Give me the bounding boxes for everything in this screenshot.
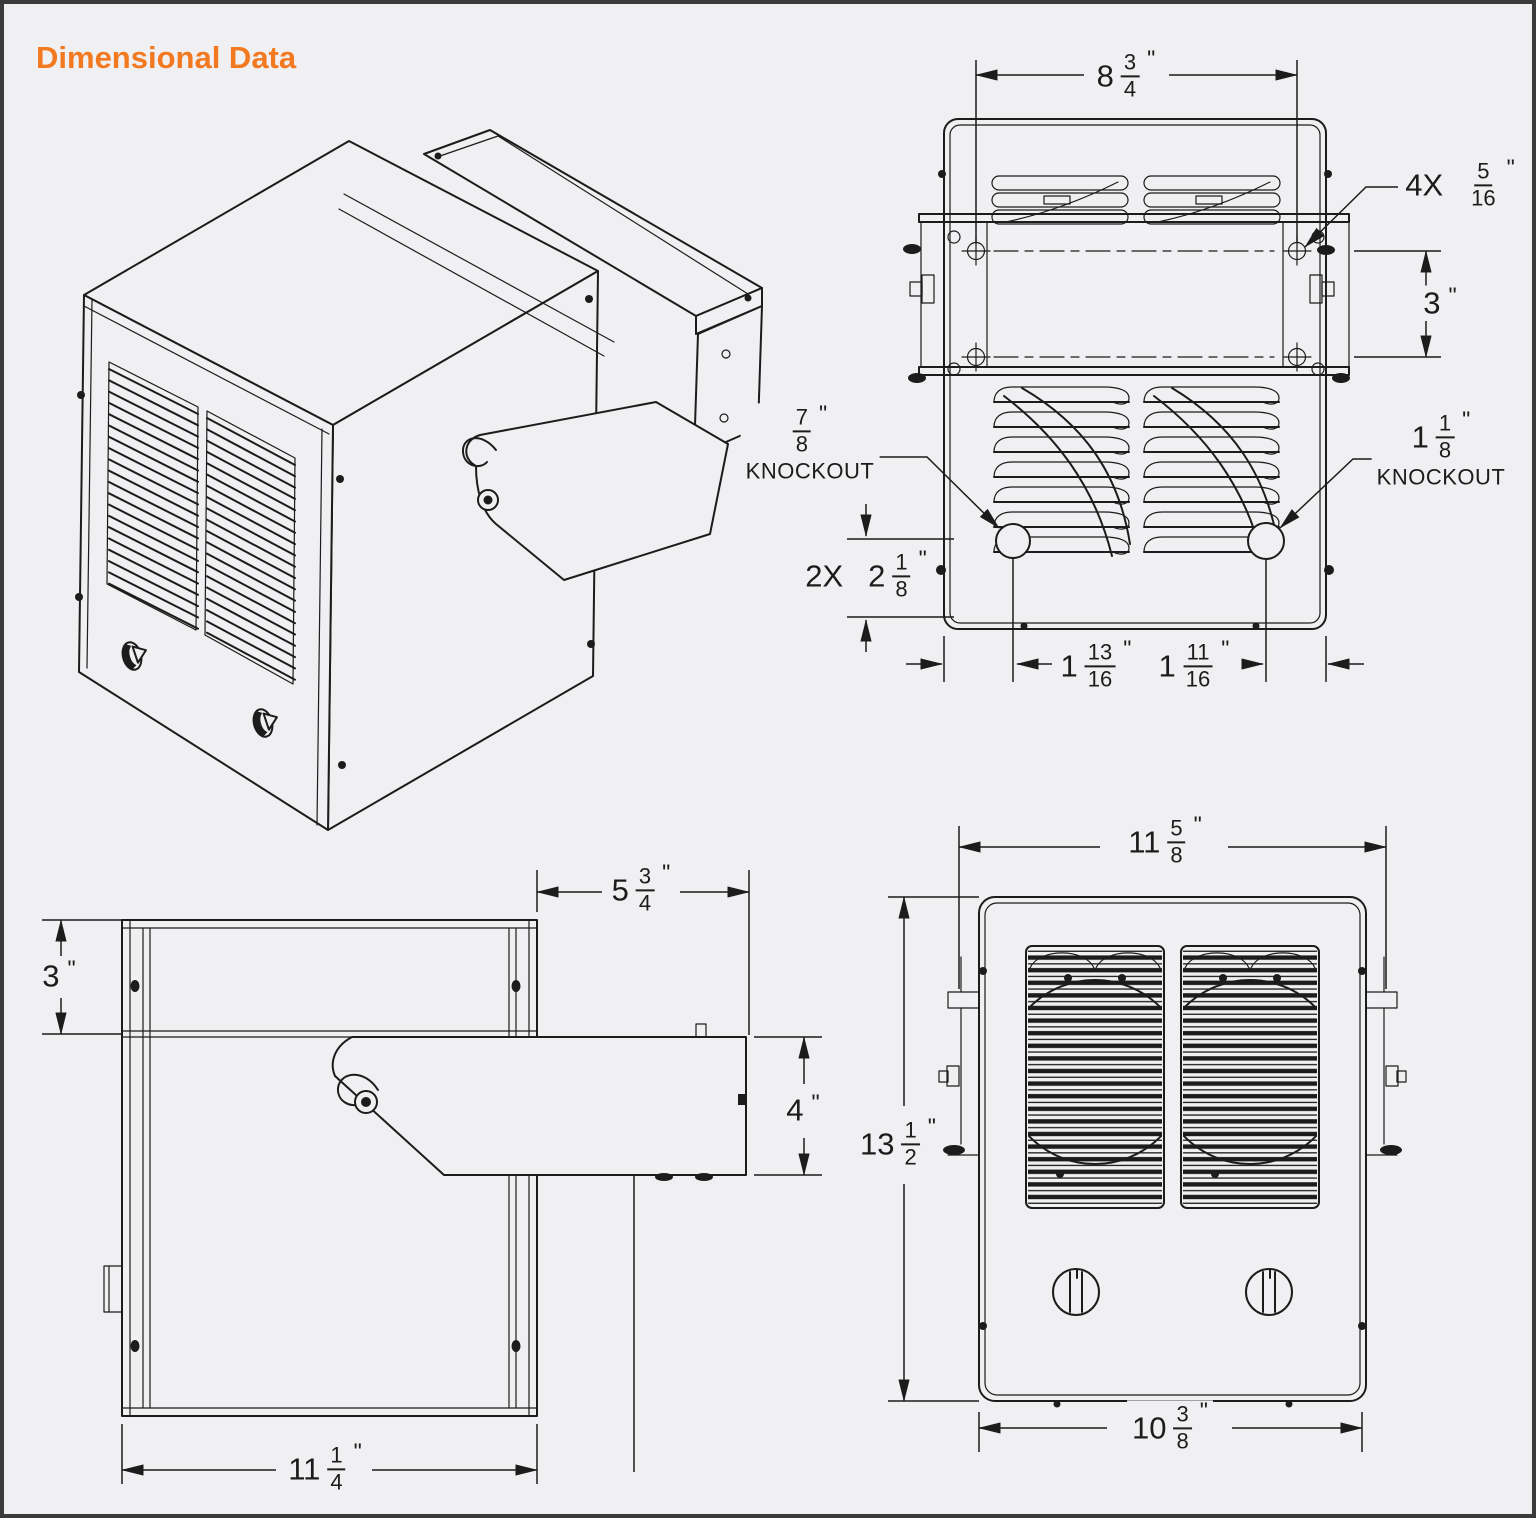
leader-knockout-left: [865, 456, 1000, 529]
leader-mount-holes: [1304, 186, 1398, 248]
front-view-dimension-lines: [888, 826, 1387, 1452]
louver-column-front-right: [1180, 945, 1320, 1209]
top-view-dimension-lines: [847, 60, 1441, 682]
mounting-bracket-iso: [338, 129, 763, 581]
knockout-circle-right: [1247, 522, 1285, 560]
side-view-dimension-lines: [42, 870, 822, 1484]
louver-column-iso-right: [204, 410, 296, 685]
louver-column-front-left: [1025, 945, 1165, 1209]
dim-side-bracket-drop: 3 ": [37, 957, 81, 994]
side-switch-tab: [103, 1265, 123, 1313]
control-knob-iso-upper: [121, 641, 147, 671]
knockout-circle-left: [995, 523, 1031, 559]
heater-body-iso: [75, 140, 599, 831]
bracket-arm-iso: [461, 401, 729, 581]
bracket-arm-side: [331, 1023, 747, 1181]
control-knob-front-left: [1052, 1268, 1100, 1316]
front-view: [888, 826, 1407, 1452]
dim-top-hole-spacing: 3 ": [1418, 284, 1462, 321]
page-title: Dimensional Data: [36, 40, 297, 75]
isometric-view: [75, 129, 763, 831]
control-knob-front-right: [1245, 1268, 1293, 1316]
control-knob-iso-lower: [252, 708, 278, 738]
louver-column-iso-left: [106, 361, 199, 631]
dim-side-bracket-height: 4 ": [781, 1091, 825, 1128]
back-louvers-top: [991, 175, 1281, 225]
mounting-bracket-top: [903, 213, 1350, 383]
dimensional-drawing-canvas: [42, 60, 1441, 1484]
top-view: [847, 60, 1441, 682]
side-view: [42, 870, 822, 1484]
